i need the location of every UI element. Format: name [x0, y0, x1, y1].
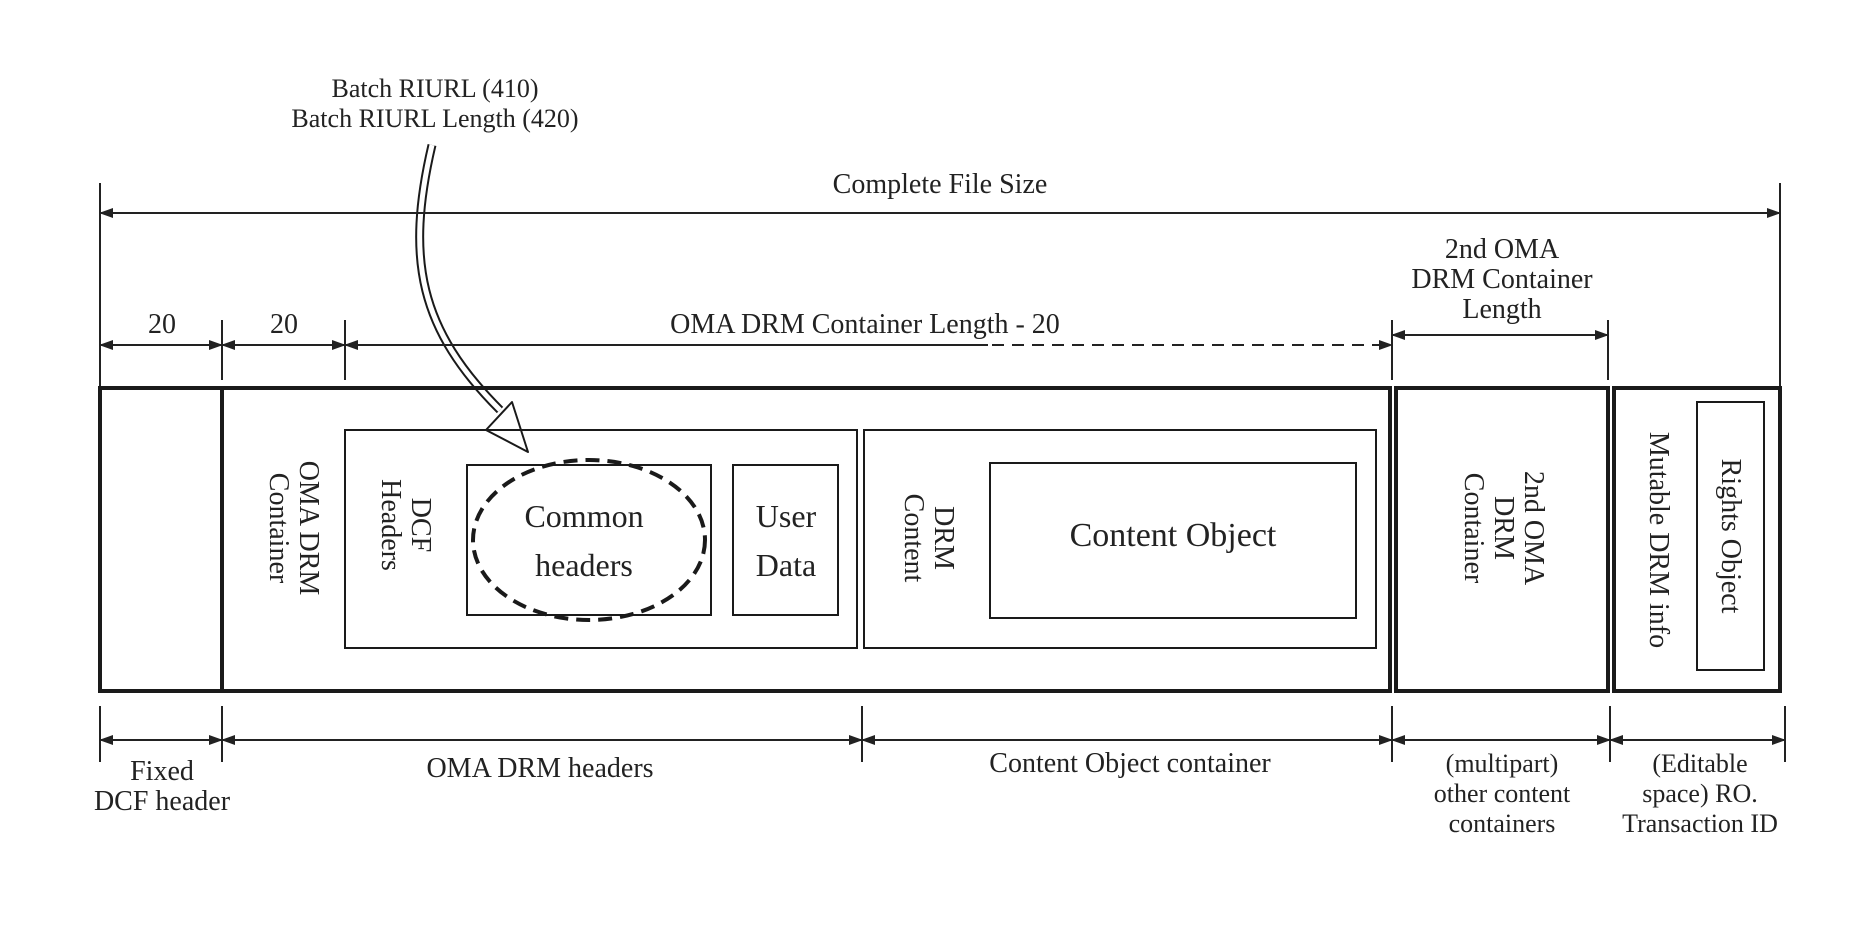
- common-headers-label-2: headers: [535, 547, 633, 583]
- common-headers-highlight: [473, 460, 705, 620]
- fixed-dcf-header-label-1: Fixed: [130, 756, 194, 787]
- user-data-label-2: Data: [756, 547, 816, 583]
- second-container-label-1: 2nd OMA: [1518, 471, 1549, 586]
- fixed-dcf-header-label-2: DCF header: [94, 786, 231, 817]
- oma-drm-container-label-2: Container: [263, 473, 294, 584]
- second-container-length-label-1: 2nd OMA: [1445, 234, 1560, 265]
- annotation-line-1: Batch RIURL (410): [332, 74, 539, 103]
- second-container-length-label-2: DRM Container: [1411, 264, 1593, 295]
- second-container-length-label-3: Length: [1462, 294, 1541, 325]
- drm-content-label-1: DRM: [928, 506, 959, 570]
- oma-drm-headers-label: OMA DRM headers: [426, 753, 653, 784]
- dcf-headers-label-2: Headers: [375, 479, 406, 571]
- content-object-container-label: Content Object container: [989, 748, 1271, 779]
- user-data-label-1: User: [756, 498, 817, 534]
- editable-space-label-1: (Editable: [1652, 749, 1747, 778]
- second-container-label-2: DRM: [1488, 496, 1519, 560]
- other-containers-label-3: containers: [1449, 809, 1556, 838]
- annotation-line-2: Batch RIURL Length (420): [291, 104, 578, 133]
- oma-drm-container-label-1: OMA DRM: [293, 461, 324, 596]
- other-containers-label-1: (multipart): [1446, 749, 1559, 778]
- complete-file-size-label: Complete File Size: [833, 169, 1048, 200]
- dcf-headers-label-1: DCF: [405, 498, 436, 552]
- rights-object-label: Rights Object: [1715, 459, 1746, 614]
- common-headers-label-1: Common: [524, 498, 643, 534]
- user-data-box: [733, 465, 838, 615]
- container-header-length-label: 20: [270, 309, 298, 340]
- container-length-minus-20-label: OMA DRM Container Length - 20: [670, 309, 1060, 340]
- annotation-callout-arrow: [420, 145, 528, 452]
- fixed-header-length-label: 20: [148, 309, 176, 340]
- other-containers-label-2: other content: [1434, 779, 1571, 808]
- mutable-drm-info-label: Mutable DRM info: [1643, 432, 1674, 648]
- drm-content-label-2: Content: [898, 494, 929, 583]
- content-object-label: Content Object: [1070, 517, 1277, 554]
- editable-space-label-3: Transaction ID: [1622, 809, 1778, 838]
- second-container-label-3: Container: [1458, 473, 1489, 584]
- fixed-dcf-header-box: [100, 388, 222, 691]
- editable-space-label-2: space) RO.: [1642, 779, 1758, 808]
